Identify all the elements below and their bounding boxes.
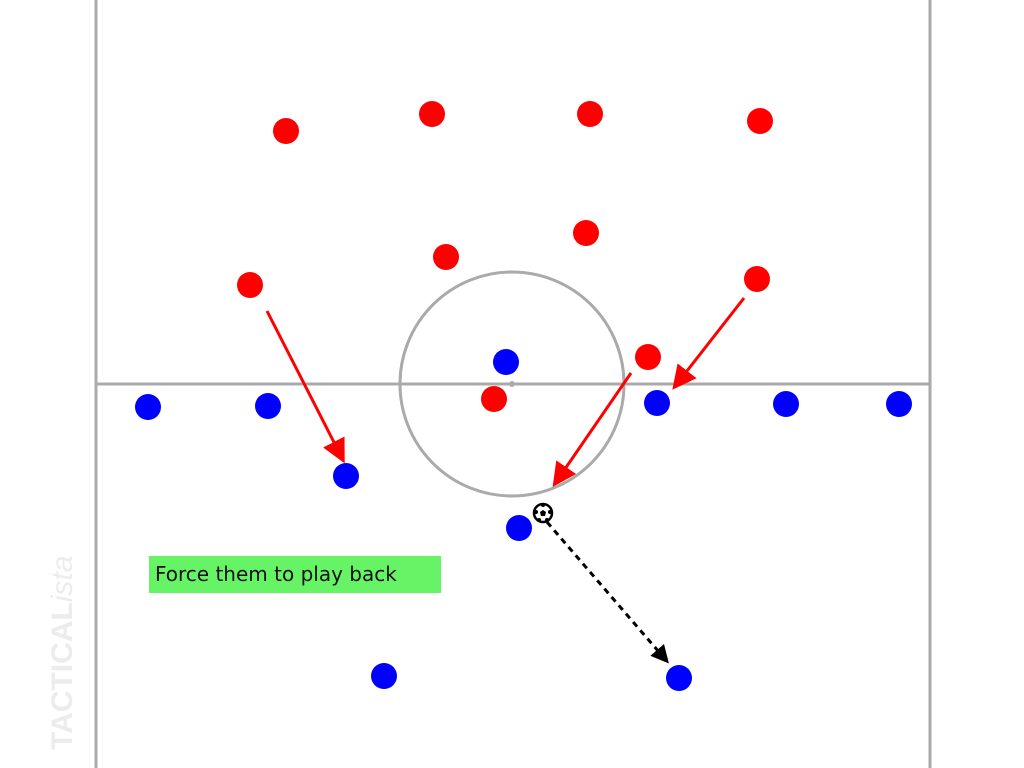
red-player (635, 344, 661, 370)
red-player (577, 101, 603, 127)
red-player (273, 118, 299, 144)
blue-player (773, 391, 799, 417)
pass-arrow (545, 521, 669, 664)
annotation-label: Force them to play back (149, 556, 441, 593)
red-player (481, 386, 507, 412)
blue-player (644, 390, 670, 416)
pitch-lines (94, 0, 932, 768)
press-arrow (672, 297, 746, 390)
red-player (573, 220, 599, 246)
red-team (237, 101, 773, 412)
blue-player (371, 663, 397, 689)
blue-player (493, 349, 519, 375)
blue-player (333, 463, 359, 489)
center-spot (509, 381, 515, 387)
press-arrows (265, 297, 746, 664)
red-player (237, 272, 263, 298)
blue-player (886, 391, 912, 417)
watermark-logo: TACTICALista (46, 555, 79, 750)
blue-team (135, 349, 912, 691)
press-arrow (265, 310, 345, 464)
blue-player (255, 393, 281, 419)
blue-player (135, 394, 161, 420)
blue-player (506, 515, 532, 541)
ball-icon (532, 502, 554, 524)
blue-player (666, 665, 692, 691)
red-player (747, 108, 773, 134)
red-player (419, 101, 445, 127)
red-player (433, 244, 459, 270)
press-arrow (552, 372, 633, 487)
red-player (744, 266, 770, 292)
